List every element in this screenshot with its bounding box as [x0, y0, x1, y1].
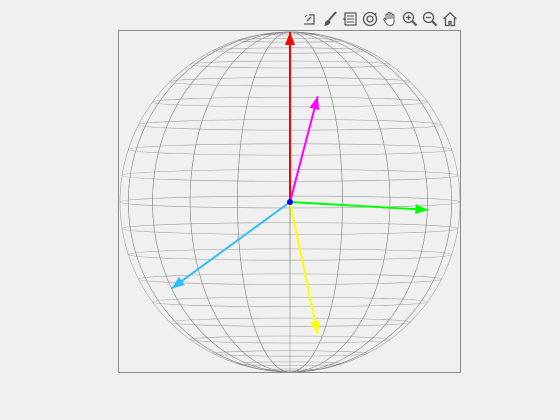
vector-arrow — [289, 201, 320, 335]
vector-shaft — [170, 201, 291, 290]
vector-arrowhead — [171, 276, 185, 289]
zoom-out-button[interactable] — [420, 9, 439, 29]
sphere-plot — [119, 31, 460, 372]
vector-shaft — [289, 201, 319, 335]
vector-arrows — [170, 32, 429, 335]
origin-marker — [287, 199, 293, 205]
vector-arrowhead — [310, 320, 320, 335]
insert-legend-icon — [342, 12, 357, 26]
home-button[interactable] — [440, 9, 459, 29]
export-button[interactable] — [300, 9, 319, 29]
axes-toolbar — [300, 9, 464, 29]
insert-legend-button[interactable] — [340, 9, 359, 29]
zoom-out-icon — [422, 11, 437, 27]
brush-icon — [323, 11, 337, 26]
vector-arrow — [170, 201, 291, 290]
vector-arrowhead — [415, 204, 429, 215]
vector-arrow — [285, 32, 295, 202]
rotate-3d-icon — [362, 11, 377, 27]
vector-shaft — [289, 96, 319, 203]
home-icon — [442, 11, 457, 27]
export-icon — [303, 14, 315, 25]
vector-shaft — [289, 201, 429, 211]
zoom-in-icon — [402, 11, 417, 27]
axes-frame[interactable] — [118, 30, 461, 373]
vector-arrow — [289, 201, 429, 215]
zoom-in-button[interactable] — [400, 9, 419, 29]
brush-button[interactable] — [320, 9, 339, 29]
rotate-3d-button[interactable] — [360, 9, 379, 29]
vector-arrowhead — [309, 96, 320, 111]
pan-icon — [382, 11, 394, 27]
vector-arrowhead — [285, 32, 295, 45]
pan-button[interactable] — [380, 9, 399, 29]
vector-arrow — [289, 96, 320, 203]
